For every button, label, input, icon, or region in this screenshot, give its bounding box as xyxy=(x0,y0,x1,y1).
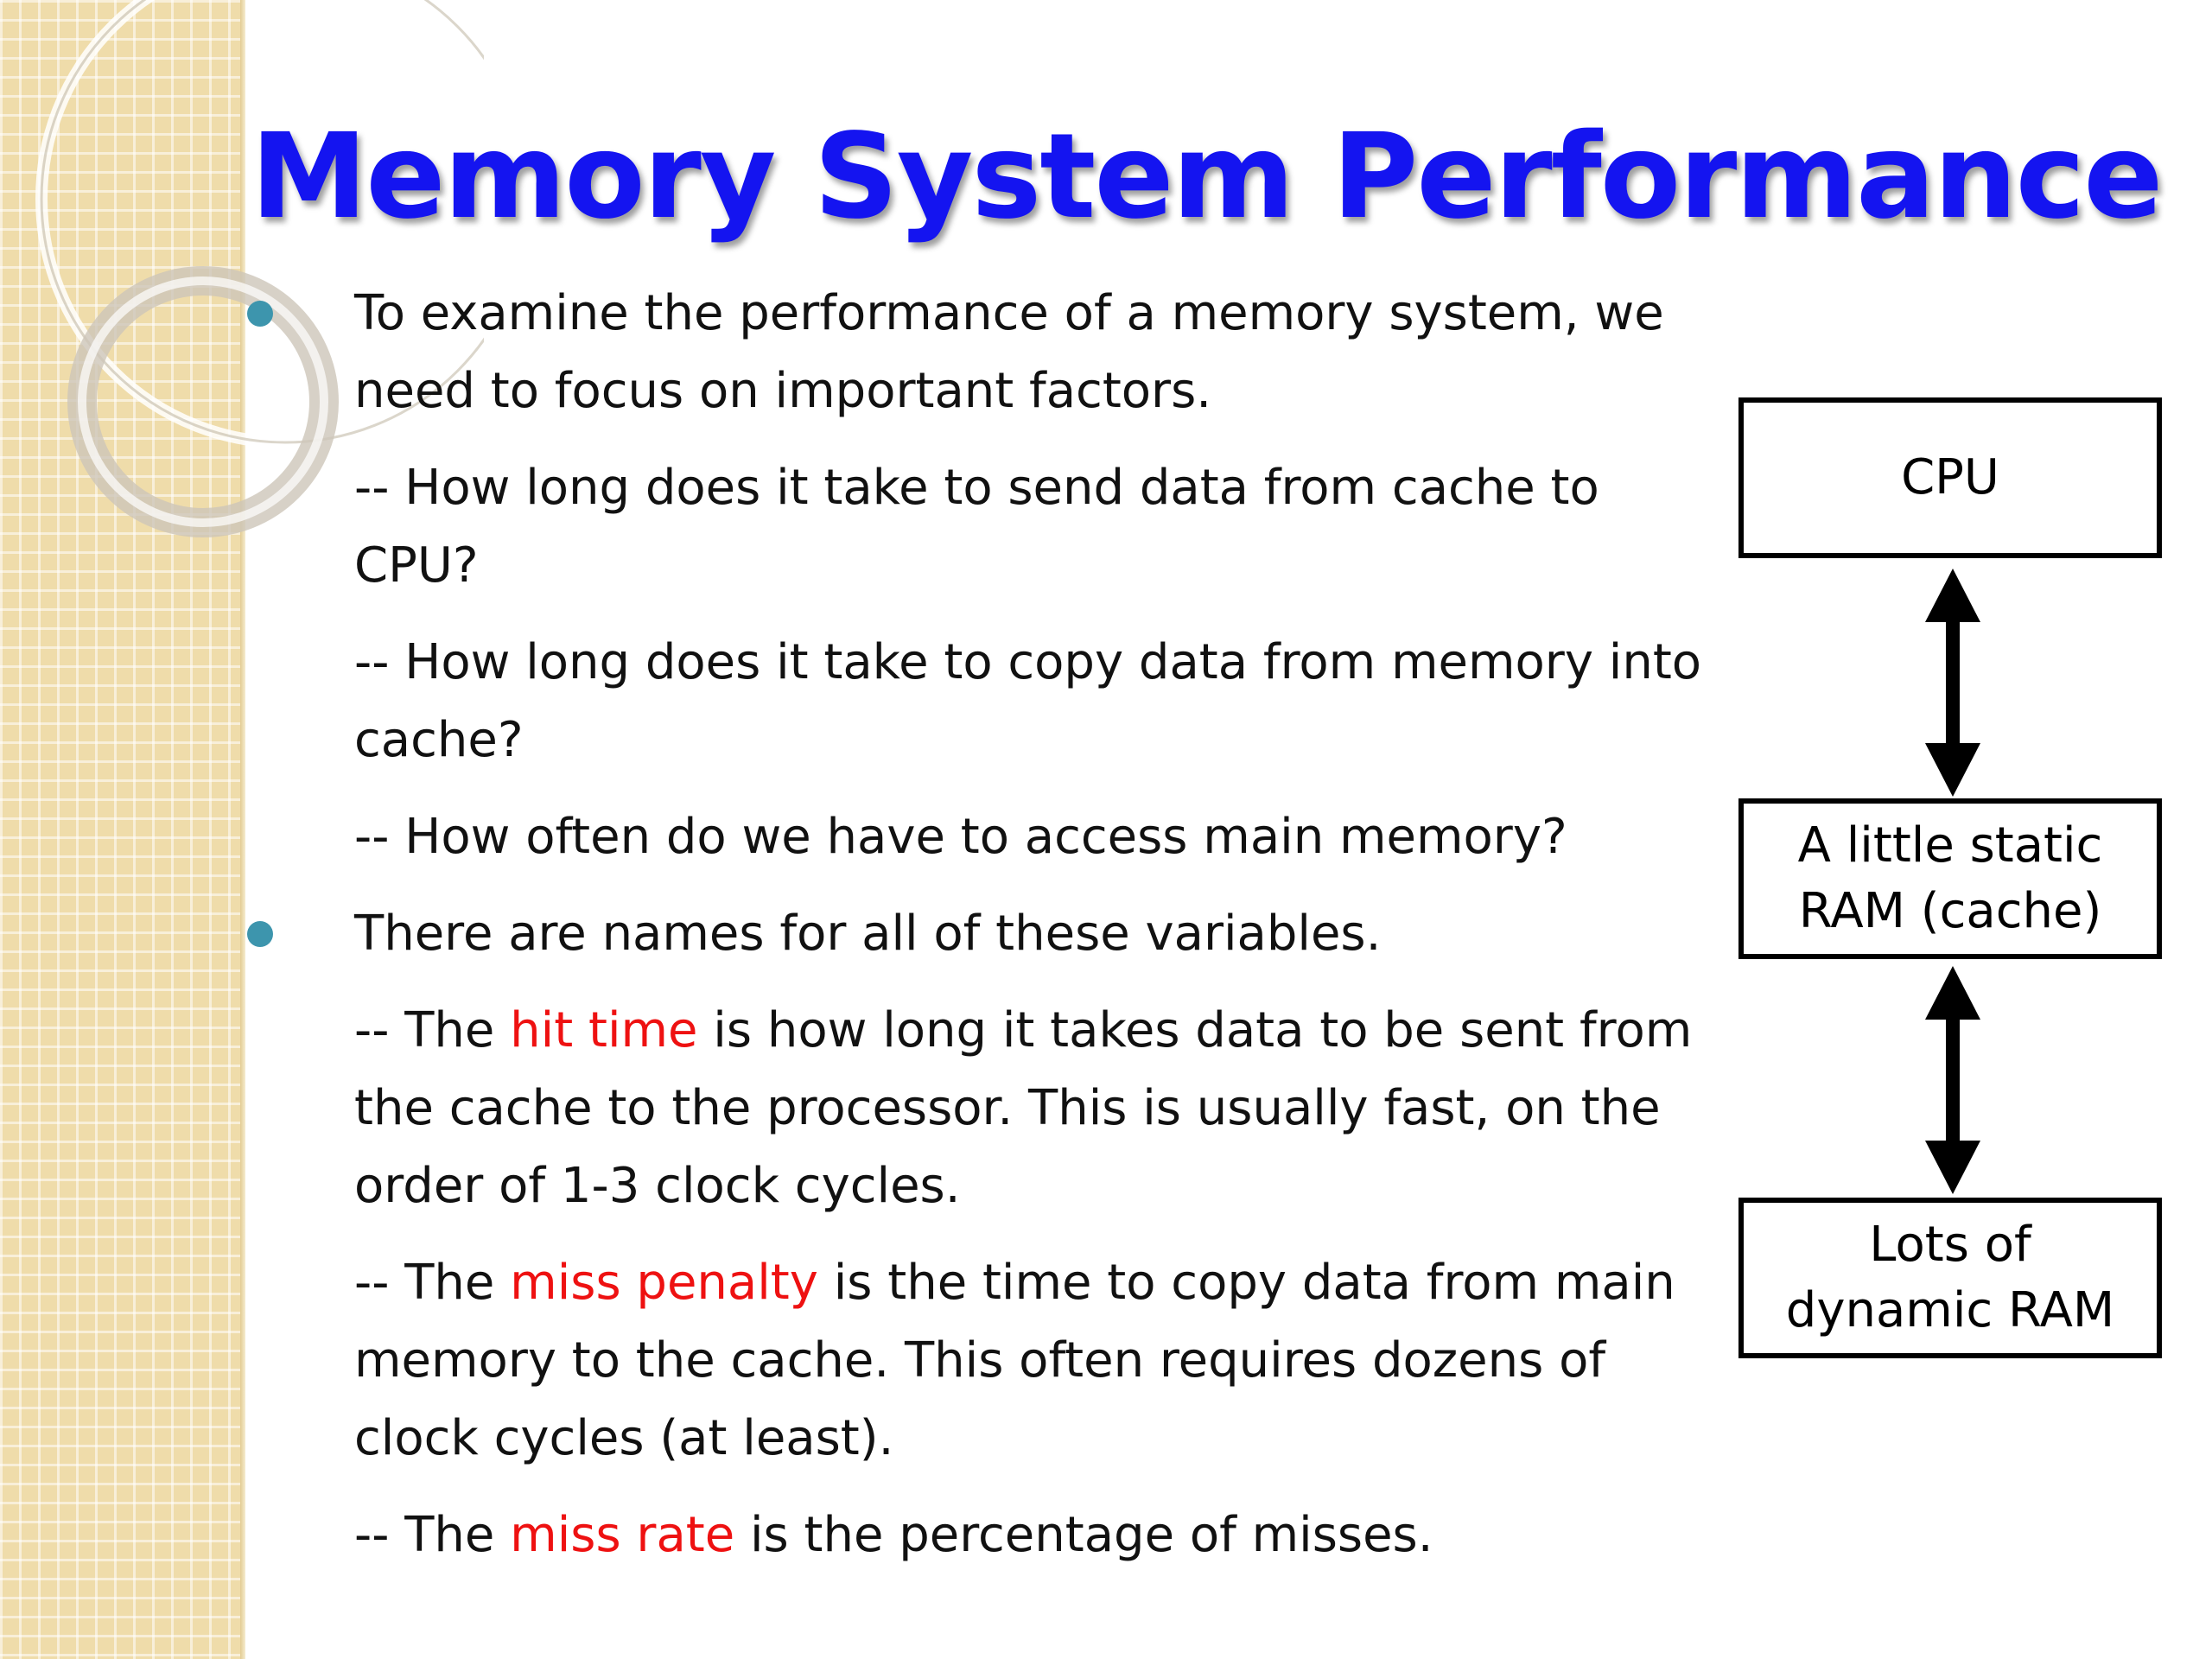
question-item: -- How often do we have to access main m… xyxy=(354,798,1702,876)
slide-body: To examine the performance of a memory s… xyxy=(247,275,1702,1593)
double-arrow-icon xyxy=(1925,569,1980,797)
definition-prefix: -- The xyxy=(354,1002,511,1058)
question-text: -- How long does it take to copy data fr… xyxy=(354,634,1702,768)
bullet-text: To examine the performance of a memory s… xyxy=(354,285,1664,419)
definition-prefix: -- The xyxy=(354,1507,511,1563)
term-miss-penalty: miss penalty xyxy=(510,1255,818,1311)
definition-hit-time: -- The hit time is how long it takes dat… xyxy=(354,992,1702,1225)
definition-prefix: -- The xyxy=(354,1255,511,1311)
definition-miss-rate: -- The miss rate is the percentage of mi… xyxy=(354,1497,1702,1574)
definition-text: is the percentage of misses. xyxy=(734,1507,1433,1563)
bullet-item: There are names for all of these variabl… xyxy=(247,895,1702,973)
cpu-label: CPU xyxy=(1901,449,1999,505)
dram-box: Lots of dynamic RAM xyxy=(1738,1198,2162,1358)
question-item: -- How long does it take to send data fr… xyxy=(354,449,1702,605)
bullet-dot-icon xyxy=(247,921,273,947)
term-hit-time: hit time xyxy=(510,1002,698,1058)
dram-label: Lots of dynamic RAM xyxy=(1785,1217,2115,1338)
definition-text: is the time to copy data from main memor… xyxy=(354,1255,1675,1466)
side-strip-edge xyxy=(240,0,245,1659)
cpu-box: CPU xyxy=(1738,397,2162,558)
bullet-item: To examine the performance of a memory s… xyxy=(247,275,1702,430)
bullet-text: There are names for all of these variabl… xyxy=(354,906,1382,962)
cache-box: A little static RAM (cache) xyxy=(1738,798,2162,959)
question-text: -- How often do we have to access main m… xyxy=(354,809,1567,865)
term-miss-rate: miss rate xyxy=(510,1507,735,1563)
question-item: -- How long does it take to copy data fr… xyxy=(354,624,1702,779)
decorative-rings xyxy=(35,0,484,537)
bullet-dot-icon xyxy=(247,301,273,327)
cache-label: A little static RAM (cache) xyxy=(1797,817,2103,939)
question-text: -- How long does it take to send data fr… xyxy=(354,460,1599,594)
double-arrow-icon xyxy=(1925,966,1980,1194)
slide-title: Memory System Performance xyxy=(251,109,2163,245)
definition-text: is how long it takes data to be sent fro… xyxy=(354,1002,1693,1214)
definition-miss-penalty: -- The miss penalty is the time to copy … xyxy=(354,1244,1702,1478)
